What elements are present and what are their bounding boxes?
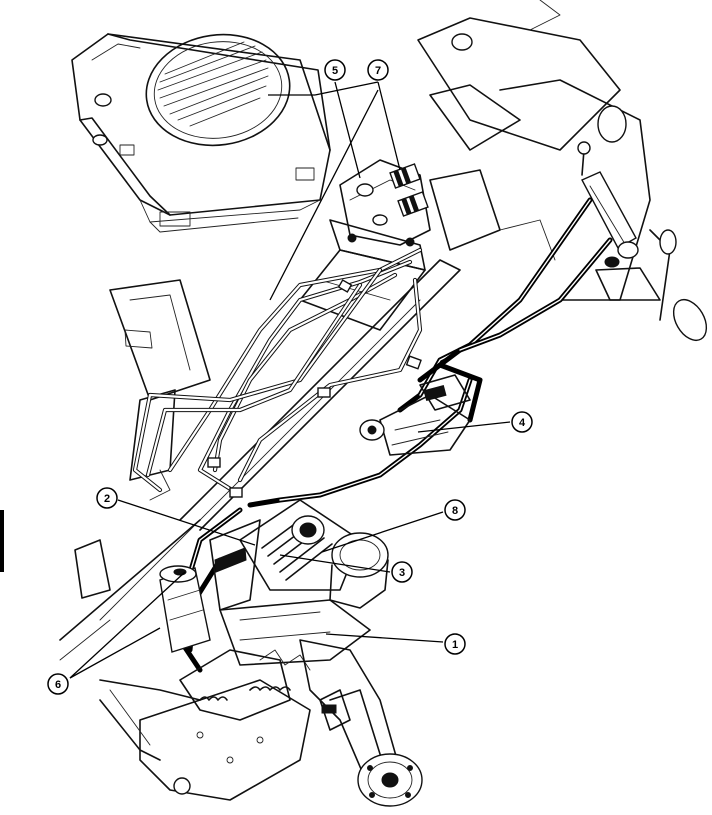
callout-6-label: 6 xyxy=(55,679,61,691)
edge-bar xyxy=(0,510,4,572)
callout-3: 3 xyxy=(391,561,413,583)
callout-1: 1 xyxy=(444,633,466,655)
hydraulic-tubes xyxy=(132,247,423,498)
callout-4-label: 4 xyxy=(519,417,526,429)
callout-3-label: 3 xyxy=(399,567,405,579)
callout-2: 2 xyxy=(96,487,118,509)
callout-2-label: 2 xyxy=(104,493,110,505)
hydraulic-pump xyxy=(359,374,471,456)
chassis-frame xyxy=(59,0,708,801)
leader-lines xyxy=(69,81,511,679)
callout-6: 6 xyxy=(47,673,69,695)
radiator xyxy=(71,33,331,233)
callout-8-label: 8 xyxy=(452,505,458,517)
hydraulic-hoses xyxy=(177,197,613,673)
callout-7-label: 7 xyxy=(375,65,381,77)
steering-cylinder xyxy=(577,141,661,301)
callout-5-label: 5 xyxy=(332,65,338,77)
callout-4: 4 xyxy=(511,411,533,433)
callout-1-label: 1 xyxy=(452,639,458,651)
engine-transmission xyxy=(179,499,423,807)
callout-7: 7 xyxy=(367,59,389,81)
callout-8: 8 xyxy=(444,499,466,521)
control-valve-assembly xyxy=(299,159,431,331)
hydraulic-filter xyxy=(159,565,211,653)
callout-5: 5 xyxy=(324,59,346,81)
